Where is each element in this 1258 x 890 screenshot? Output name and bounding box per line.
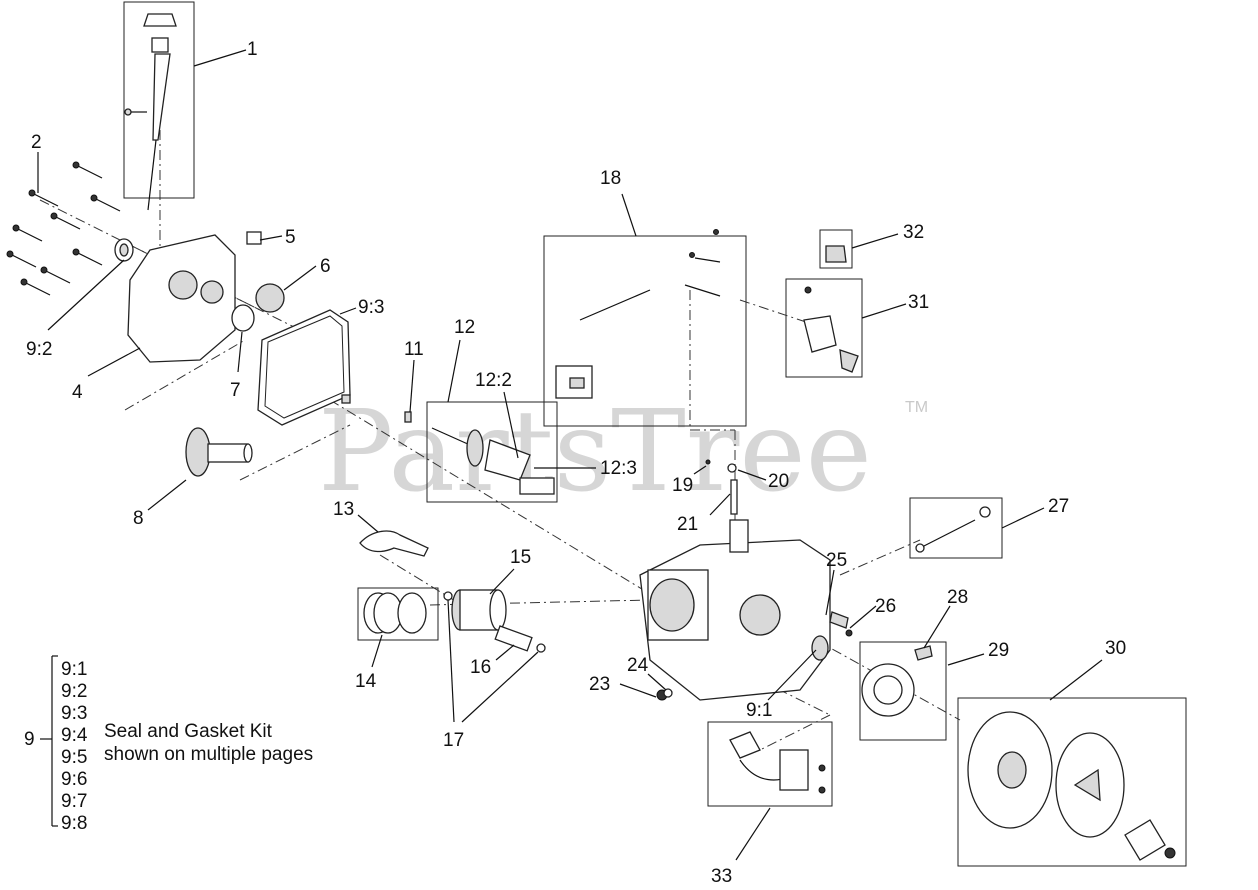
callout-26: 26 (875, 596, 896, 617)
stator-box (859, 641, 947, 741)
callout-9-3: 9:3 (358, 297, 384, 318)
leader-lines (37, 49, 1103, 861)
callout-15: 15 (510, 547, 531, 568)
kit-item: 9:4 (61, 725, 88, 746)
kit-item: 9:3 (61, 703, 87, 724)
callout-18: 18 (600, 168, 621, 189)
callout-12: 12 (454, 317, 475, 338)
crankshaft-box (426, 401, 558, 503)
callout-29: 29 (988, 640, 1009, 661)
part-crankshaft (431, 427, 555, 495)
callout-32: 32 (903, 222, 924, 243)
callout-21: 21 (677, 514, 698, 535)
kit-number: 9 (24, 729, 35, 750)
flywheel-box (957, 697, 1187, 867)
callout-2: 2 (31, 132, 42, 153)
kit-item: 9:2 (61, 681, 87, 702)
part-connecting-rod (359, 530, 429, 557)
kit-legend: 9 9:1 9:2 9:3 9:4 9:5 9:6 9:7 9:8 Seal a… (24, 655, 313, 834)
callout-19: 19 (672, 475, 693, 496)
kit-item: 9:5 (61, 747, 87, 768)
carburetor-box (543, 235, 747, 427)
callout-12-2: 12:2 (475, 370, 512, 391)
callout-14: 14 (355, 671, 377, 692)
callout-11: 11 (404, 339, 424, 360)
callout-labels: 1 2 9:2 4 5 6 9:3 7 11 12 12:2 12:3 8 13… (26, 39, 1126, 887)
part-camshaft (185, 427, 253, 477)
callout-4: 4 (72, 382, 83, 403)
kit-item: 9:6 (61, 769, 87, 790)
part-bolts (6, 161, 121, 296)
part-ignition-coil (729, 731, 826, 794)
part-gasket (257, 309, 412, 426)
part-stator (861, 645, 933, 717)
callout-9-2: 9:2 (26, 339, 52, 360)
kit-description-line2: shown on multiple pages (104, 744, 313, 765)
callout-9-1: 9:1 (746, 700, 772, 721)
kit-item: 9:1 (61, 659, 87, 680)
callout-16: 16 (470, 657, 491, 678)
callout-5: 5 (285, 227, 296, 248)
callout-12-3: 12:3 (600, 458, 637, 479)
part-group-boxes (123, 1, 1187, 867)
dipstick-box (123, 1, 195, 199)
piston-rings-box (357, 587, 439, 641)
part-piston-rings (363, 592, 427, 634)
callout-27: 27 (1048, 496, 1069, 517)
callout-24: 24 (627, 655, 649, 676)
callout-17: 17 (443, 730, 464, 751)
part-shaft (915, 506, 991, 553)
part-carburetor (555, 229, 721, 399)
kit-description-line1: Seal and Gasket Kit (104, 721, 273, 742)
callout-25: 25 (826, 550, 847, 571)
callout-8: 8 (133, 508, 144, 529)
part-crankcase-cover (114, 231, 285, 363)
callout-6: 6 (320, 256, 331, 277)
part-dipstick (124, 13, 177, 211)
callout-1: 1 (247, 39, 258, 60)
part-governor (803, 245, 859, 373)
kit-item: 9:8 (61, 813, 87, 834)
part-piston (443, 589, 546, 653)
governor-box (785, 278, 863, 378)
callout-28: 28 (947, 587, 968, 608)
callout-31: 31 (908, 292, 929, 313)
watermark-text: PartsTree (318, 387, 872, 517)
callout-13: 13 (333, 499, 354, 520)
callout-33: 33 (711, 866, 732, 887)
kit-item: 9:7 (61, 791, 87, 812)
ignition-box (707, 721, 833, 807)
part-engine-block (639, 519, 831, 701)
switch-box (819, 229, 853, 269)
callout-7: 7 (230, 380, 241, 401)
watermark-trademark: TM (905, 399, 928, 416)
part-flywheel (967, 711, 1176, 861)
part-small-hardware (656, 459, 853, 701)
callout-30: 30 (1105, 638, 1126, 659)
callout-23: 23 (589, 674, 610, 695)
callout-20: 20 (768, 471, 789, 492)
